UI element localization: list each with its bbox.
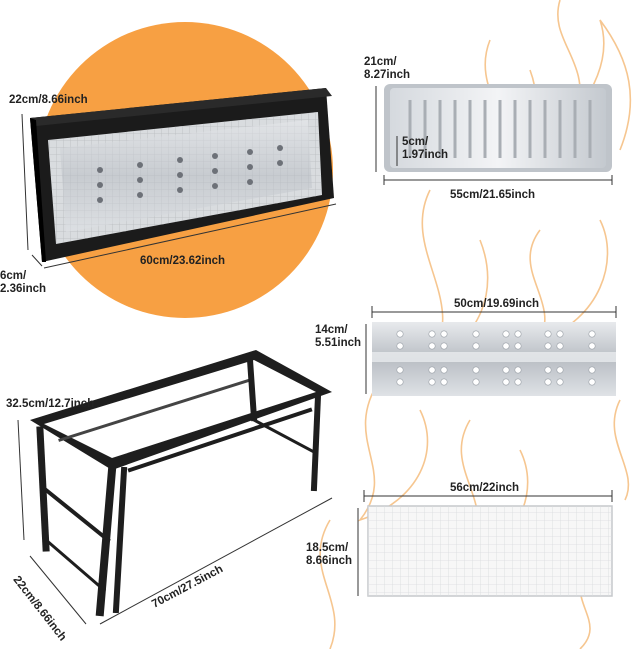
grill-stand-image [30, 350, 332, 617]
box-dimension-lines [21, 113, 337, 269]
mesh-width-label-1: 18.5cm/ [306, 542, 349, 554]
mesh-width-label-2: 8.66inch [306, 555, 353, 567]
box-depth-label-1: 6cm/ [0, 270, 27, 282]
plate-length-label: 50cm/19.69inch [454, 298, 540, 310]
plate-width-label-1: 14cm/ [315, 324, 348, 336]
tray-length-label: 55cm/21.65inch [450, 189, 536, 201]
box-depth-label-2: 2.36inch [0, 283, 47, 295]
plate-width-label-2: 5.51inch [315, 337, 362, 349]
tray-width-label-2: 8.27inch [364, 69, 411, 81]
box-length-label: 60cm/23.62inch [140, 255, 226, 267]
mesh-length-label: 56cm/22inch [450, 482, 520, 494]
stand-height-label: 32.5cm/12.7inch [6, 398, 95, 410]
grill-box-image [30, 88, 334, 262]
tray-depth-label-1: 5cm/ [402, 136, 429, 148]
tray-dimension-lines [375, 86, 613, 185]
plate-dimension-lines [365, 306, 617, 394]
mesh-dimension-lines [357, 490, 613, 596]
box-height-label: 22cm/8.66inch [9, 94, 88, 106]
tray-depth-label-2: 1.97inch [402, 149, 449, 161]
grill-mesh-image [367, 505, 613, 597]
tray-width-label-1: 21cm/ [364, 56, 397, 68]
charcoal-tray-image [384, 84, 612, 172]
stand-dimension-lines [17, 419, 333, 625]
charcoal-plate-image [372, 322, 616, 396]
